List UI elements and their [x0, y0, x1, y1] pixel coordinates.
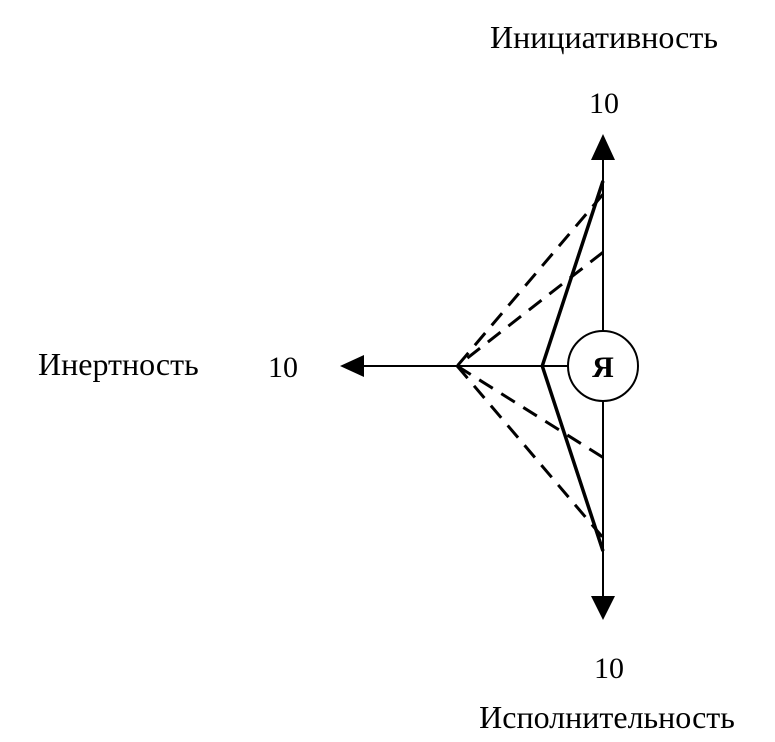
bottom-axis-label: Исполнительность — [479, 699, 735, 735]
arrow-down-icon — [591, 596, 615, 620]
dashed-profile-1-lower-edge — [456, 365, 605, 539]
center-label: Я — [592, 351, 614, 384]
arrow-up-icon — [591, 134, 615, 160]
dashed-profiles — [456, 193, 605, 539]
bottom-axis-max: 10 — [594, 652, 624, 685]
dashed-profile-1-upper-edge — [456, 193, 605, 367]
solid-profile-lower-edge — [540, 365, 605, 552]
dashed-profile-2-lower-edge — [456, 364, 604, 459]
solid-profile — [540, 180, 605, 552]
top-axis-max: 10 — [589, 87, 619, 120]
top-axis-label: Инициативность — [490, 19, 718, 55]
solid-profile-upper-edge — [540, 180, 605, 367]
left-axis-max: 10 — [268, 351, 298, 384]
dashed-profile-2-upper-edge — [456, 251, 604, 368]
left-axis-label: Инертность — [38, 346, 199, 382]
arrow-left-icon — [340, 355, 364, 377]
center-circle — [567, 330, 639, 402]
